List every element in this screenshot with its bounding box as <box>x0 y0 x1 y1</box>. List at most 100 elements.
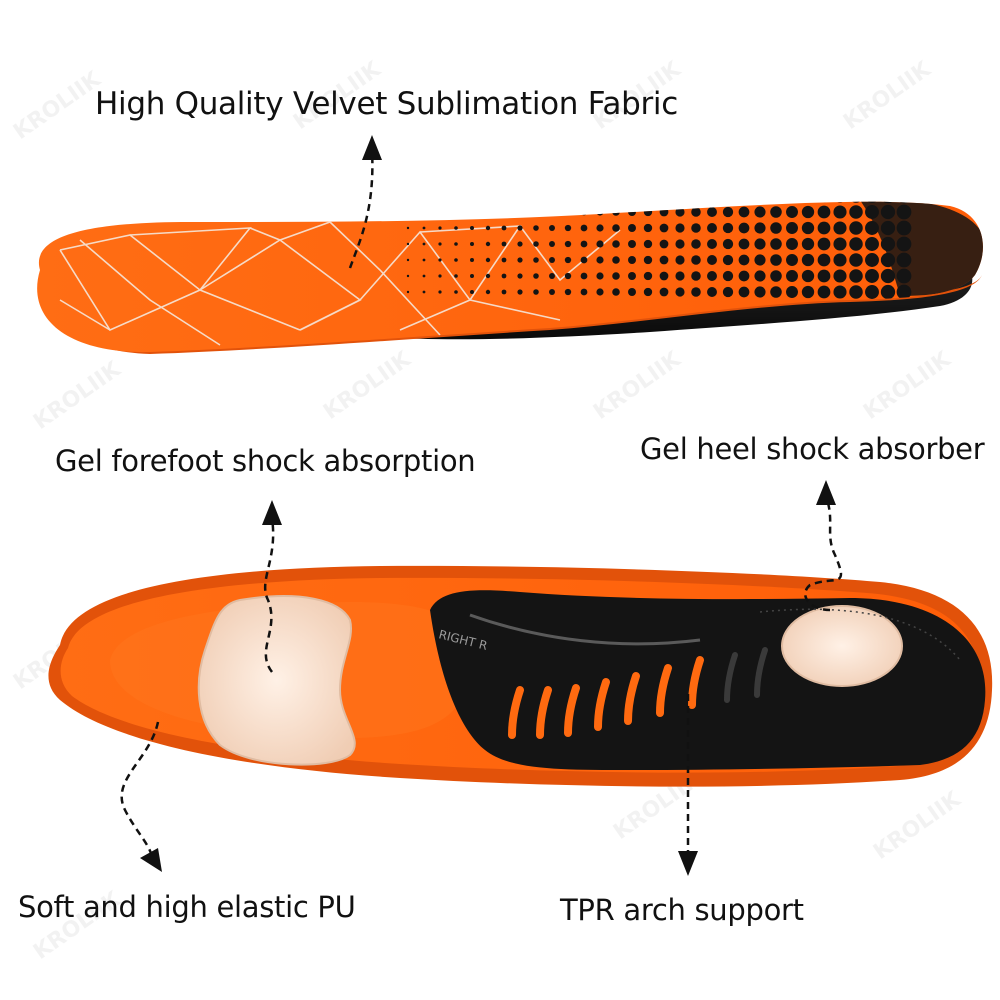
fabric-dot <box>438 210 442 214</box>
fabric-dot <box>406 242 410 246</box>
fabric-dot <box>612 208 620 216</box>
fabric-dot <box>738 222 750 234</box>
fabric-dot <box>849 253 863 267</box>
fabric-dot <box>517 241 523 247</box>
callout-forefoot-line <box>263 517 275 673</box>
fabric-dot <box>628 256 636 264</box>
svg-text:KROLIIK: KROLIIK <box>29 356 126 434</box>
callout-pu-line <box>120 721 160 858</box>
fabric-dot <box>533 225 539 231</box>
fabric-dot <box>643 271 653 281</box>
fabric-dot <box>675 223 685 233</box>
svg-text:KROLIIK: KROLIIK <box>319 346 416 424</box>
svg-text:KROLIIK: KROLIIK <box>869 786 966 864</box>
fabric-dot <box>722 238 734 250</box>
fabric-dot <box>865 269 879 283</box>
fabric-dot <box>691 255 701 265</box>
tpr-vent-slots <box>508 647 768 739</box>
fabric-dot <box>880 284 896 300</box>
fabric-dot <box>817 221 831 235</box>
fabric-dot <box>454 210 458 214</box>
fabric-dot <box>691 287 701 297</box>
arrowhead-heel-icon <box>816 480 836 505</box>
fabric-dot <box>612 272 620 280</box>
label-tpr-arch-support: TPR arch support <box>560 893 804 927</box>
fabric-dot <box>533 289 539 295</box>
fabric-dot <box>406 290 410 294</box>
fabric-dot <box>454 226 458 230</box>
tpr-arch-shell <box>430 590 986 770</box>
fabric-dot <box>833 205 847 219</box>
fabric-dot <box>675 191 684 200</box>
fabric-dot <box>596 240 604 248</box>
fabric-dot <box>675 207 685 217</box>
fabric-dot <box>517 273 523 279</box>
fabric-dot <box>564 288 572 296</box>
fabric-dot <box>438 226 442 230</box>
fabric-dot <box>422 242 426 246</box>
fabric-dot <box>628 224 636 232</box>
fabric-dot <box>564 208 572 216</box>
fabric-dot <box>801 269 815 283</box>
fabric-dot <box>817 205 831 219</box>
fabric-dot <box>722 254 734 266</box>
fabric-dot <box>485 257 491 263</box>
fabric-dot <box>659 255 669 265</box>
fabric-dot <box>817 253 831 267</box>
fabric-dot <box>659 223 669 233</box>
fabric-dot <box>501 289 507 295</box>
fabric-dot <box>707 207 717 217</box>
fabric-dot <box>533 209 539 215</box>
fabric-dot <box>580 208 588 216</box>
fabric-dot <box>723 191 733 201</box>
fabric-dot <box>485 225 491 231</box>
fabric-dot <box>406 226 410 230</box>
fabric-dot <box>754 206 766 218</box>
fabric-dot <box>406 258 410 262</box>
fabric-dot <box>564 272 572 280</box>
fabric-dot <box>707 239 717 249</box>
fabric-dot <box>501 241 507 247</box>
fabric-dot <box>738 286 750 298</box>
fabric-dot <box>865 253 879 267</box>
fabric-dot <box>564 256 572 264</box>
fabric-dot <box>628 192 636 200</box>
fabric-dot <box>691 271 701 281</box>
fabric-dot <box>754 190 765 201</box>
fabric-dot <box>770 286 782 298</box>
fabric-dot <box>501 209 507 215</box>
watermark-layer: KROLIIK KROLIIK KROLIIK KROLIIK KROLIIK … <box>9 56 966 964</box>
fabric-dot <box>502 194 507 199</box>
fabric-dot <box>770 190 782 202</box>
fabric-dot <box>422 226 426 230</box>
fabric-dot <box>691 191 701 201</box>
fabric-dot <box>438 274 442 278</box>
fabric-dot <box>438 290 442 294</box>
fabric-dot <box>770 254 782 266</box>
fabric-dot <box>786 201 798 202</box>
fabric-dot <box>485 209 491 215</box>
fabric-dot <box>659 287 669 297</box>
fabric-dot <box>754 254 766 266</box>
fabric-dot <box>422 290 426 294</box>
fabric-dot <box>406 274 410 278</box>
fabric-line-pattern <box>59 221 621 346</box>
fabric-dot <box>422 210 426 214</box>
fabric-dot <box>801 201 815 203</box>
fabric-dot <box>738 254 750 266</box>
fabric-dot <box>533 273 539 279</box>
fabric-dot <box>407 195 409 197</box>
fabric-dot <box>643 287 653 297</box>
fabric-dot <box>438 194 441 197</box>
label-gel-heel: Gel heel shock absorber <box>640 432 985 466</box>
fabric-dot <box>628 288 636 296</box>
fabric-dot <box>833 253 847 267</box>
label-gel-forefoot: Gel forefoot shock absorption <box>55 444 476 478</box>
fabric-dot <box>501 257 507 263</box>
fabric-dot <box>470 242 474 246</box>
callout-heel-line <box>804 496 843 612</box>
fabric-dot <box>675 255 685 265</box>
fabric-dot <box>833 237 847 251</box>
fabric-dot <box>738 270 750 282</box>
fabric-dot <box>659 271 669 281</box>
